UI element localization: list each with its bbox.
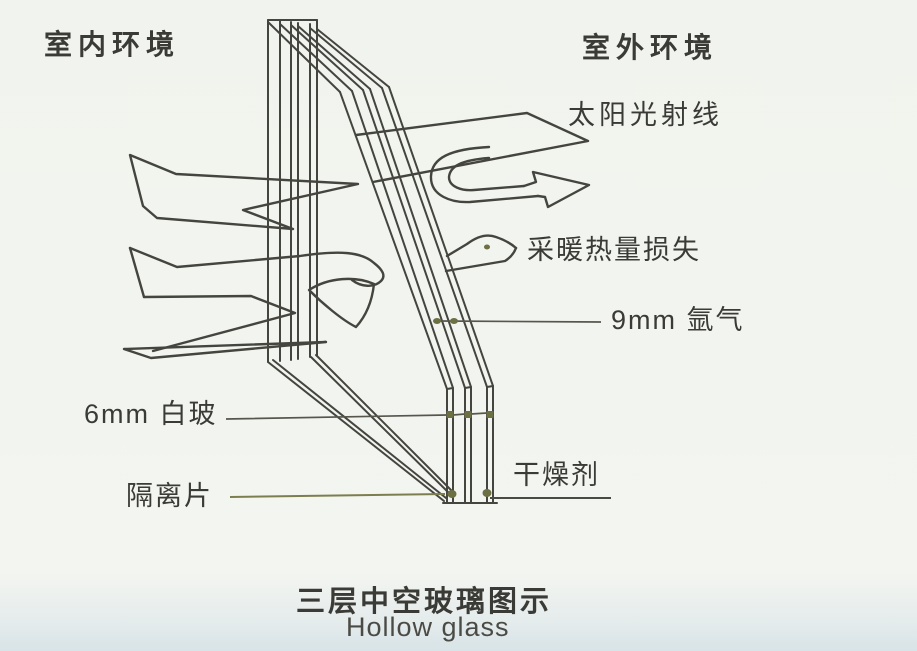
spacer-pointer-line	[229, 493, 446, 498]
sun-ray-beam	[354, 111, 590, 184]
label-spacer: 隔离片	[126, 481, 213, 511]
label-sun-ray: 太阳光射线	[568, 100, 723, 130]
label-glass-6mm: 6mm 白玻	[84, 399, 218, 429]
marker-dots	[433, 318, 494, 498]
heat-loss-arrow	[444, 234, 518, 273]
desiccant-dot	[482, 489, 492, 497]
indoor-heat-arrow-top	[128, 153, 360, 231]
bottom-edge-tint	[0, 643, 917, 651]
argon-dot	[433, 318, 441, 324]
indoor-heat-arrow-bottom	[122, 246, 385, 360]
argon-pointer-line	[439, 320, 602, 323]
glass-unit	[267, 19, 498, 504]
callout-lines	[225, 320, 611, 499]
glass-marker	[446, 411, 454, 418]
reflect-u-arrow	[429, 145, 591, 209]
glass-marker	[486, 411, 494, 418]
label-outdoor-environment: 室外环境	[582, 32, 719, 63]
glass-pointer-line	[225, 412, 488, 420]
spacer-dot	[447, 490, 457, 498]
argon-dot	[450, 318, 458, 324]
diagram-title-english: Hollow glass	[346, 612, 510, 642]
label-argon: 9mm 氩气	[611, 305, 745, 335]
glass-marker	[464, 411, 472, 418]
label-heat-loss: 采暖热量损失	[527, 235, 701, 265]
diagram-title-chinese: 三层中空玻璃图示	[296, 586, 553, 618]
label-desiccant: 干燥剂	[513, 460, 600, 490]
label-indoor-environment: 室内环境	[44, 29, 181, 60]
